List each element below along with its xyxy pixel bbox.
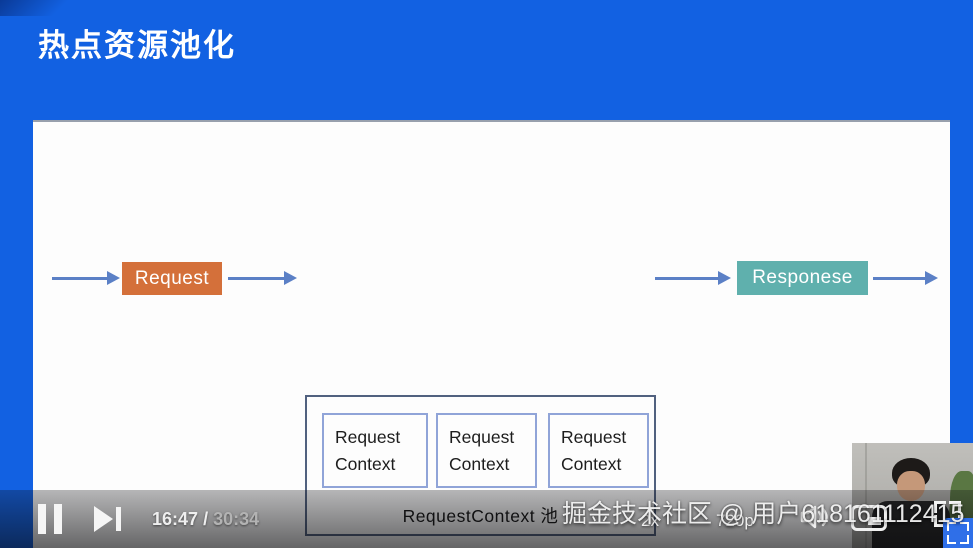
context-box-1-label: Request Context: [335, 427, 401, 474]
context-box-2-label: Request Context: [449, 427, 515, 474]
context-box-2: Request Context: [436, 413, 537, 488]
arrow-into-request: [52, 271, 120, 285]
playback-speed-button[interactable]: 2x: [641, 511, 659, 530]
arrow-out-of-response: [873, 271, 938, 285]
time-display: 16:47 / 30:34: [152, 509, 259, 530]
pause-icon[interactable]: [38, 504, 64, 534]
context-box-3-label: Request Context: [561, 427, 627, 474]
volume-icon[interactable]: [799, 503, 831, 531]
request-label: Request: [134, 267, 210, 289]
picture-in-picture-icon[interactable]: [851, 505, 887, 531]
next-track-icon[interactable]: [94, 506, 124, 532]
request-node: Request: [122, 262, 222, 295]
player-control-bar: 16:47 / 30:34 2x 720p: [0, 490, 973, 548]
context-box-1: Request Context: [322, 413, 428, 488]
slide-canvas: [33, 120, 950, 548]
response-node: Responese: [737, 261, 868, 295]
context-box-3: Request Context: [548, 413, 649, 488]
arrow-into-response: [655, 271, 731, 285]
corner-vignette: [0, 0, 70, 16]
response-label: Responese: [752, 267, 853, 288]
time-separator: /: [203, 509, 209, 529]
current-time: 16:47: [152, 509, 199, 529]
quality-button[interactable]: 720p: [716, 511, 754, 530]
duration: 30:34: [213, 509, 260, 529]
web-fullscreen-badge[interactable]: [943, 518, 973, 548]
arrow-out-of-request: [228, 271, 297, 285]
page-title: 热点资源池化: [38, 28, 236, 63]
